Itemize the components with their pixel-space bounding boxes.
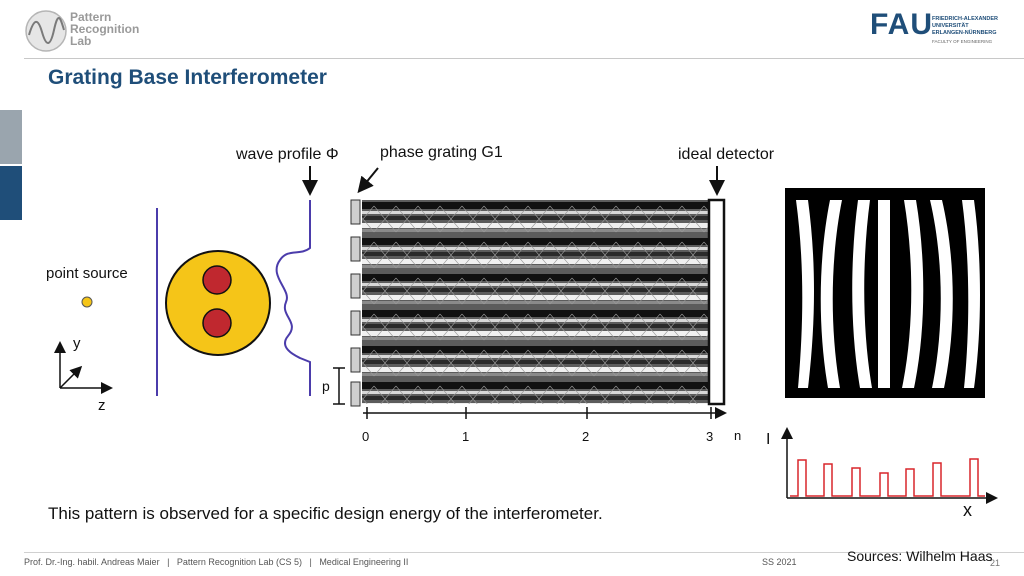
- footer-page-number: 21: [990, 558, 1001, 568]
- wave-profile-curve: [275, 200, 311, 396]
- footer-author-info: Prof. Dr.-Ing. habil. Andreas Maier | Pa…: [24, 557, 409, 567]
- fau-line-4: FACULTY OF ENGINEERING: [932, 39, 993, 44]
- pattern-recognition-lab-logo: [25, 10, 67, 52]
- point-source-label: point source: [46, 265, 128, 282]
- fau-logo: FAU FRIEDRICH-ALEXANDER UNIVERSITÄT ERLA…: [870, 8, 998, 44]
- fau-logo-letters: FAU: [870, 8, 933, 41]
- slide-title: Grating Base Interferometer: [48, 66, 327, 89]
- fau-line-1: FRIEDRICH-ALEXANDER: [932, 16, 998, 22]
- lab-name-line-2: Recognition: [70, 22, 140, 36]
- talbot-carpet-pattern: [362, 200, 708, 404]
- observed-fringe-image: [785, 188, 985, 398]
- sample-inclusion-bottom: [202, 308, 232, 338]
- propagation-axis: [363, 407, 727, 419]
- grating-period-label: p: [322, 378, 330, 394]
- side-nav-tab-previous[interactable]: [0, 110, 22, 164]
- coordinate-axes-icon: [54, 341, 113, 394]
- axis-tick-1: 1: [462, 429, 469, 444]
- intensity-profile-plot: [781, 427, 998, 504]
- slide-caption: This pattern is observed for a specific …: [48, 504, 603, 523]
- grating-interferometer-diagram: point source y z wave profile Φ phase gr…: [46, 144, 998, 520]
- axis-z-label: z: [98, 397, 106, 414]
- header-divider: [24, 58, 1024, 59]
- fau-line-2: UNIVERSITÄT: [932, 22, 969, 29]
- ideal-detector-panel: [707, 198, 726, 406]
- sources-credit: Sources: Wilhelm Haas: [847, 548, 993, 564]
- intensity-axis-label: I: [766, 431, 770, 448]
- fau-line-3: ERLANGEN-NÜRNBERG: [932, 29, 996, 36]
- phase-grating-arrow: [357, 167, 379, 194]
- axis-tick-2: 2: [582, 429, 589, 444]
- sample-inclusion-top: [202, 265, 232, 295]
- lab-name-line-3: Lab: [70, 34, 92, 48]
- ideal-detector-label: ideal detector: [678, 146, 775, 163]
- axis-n-label: n: [734, 428, 741, 443]
- position-axis-label: x: [963, 500, 972, 520]
- phase-grating-g1: [350, 199, 361, 407]
- lab-name-line-1: Pattern: [70, 10, 112, 24]
- axis-tick-3: 3: [706, 429, 713, 444]
- wave-profile-label: wave profile Φ: [235, 146, 339, 163]
- axis-tick-0: 0: [362, 429, 369, 444]
- footer-semester: SS 2021: [762, 557, 797, 567]
- point-source-dot: [81, 296, 93, 308]
- axis-y-label: y: [73, 335, 81, 352]
- lab-name: Pattern Recognition Lab: [70, 11, 139, 47]
- footer-divider: [24, 552, 1024, 553]
- side-nav-tab-current[interactable]: [0, 166, 22, 220]
- phase-grating-label: phase grating G1: [380, 144, 503, 161]
- grating-period-marker: [333, 367, 345, 405]
- sample-object: [165, 250, 271, 356]
